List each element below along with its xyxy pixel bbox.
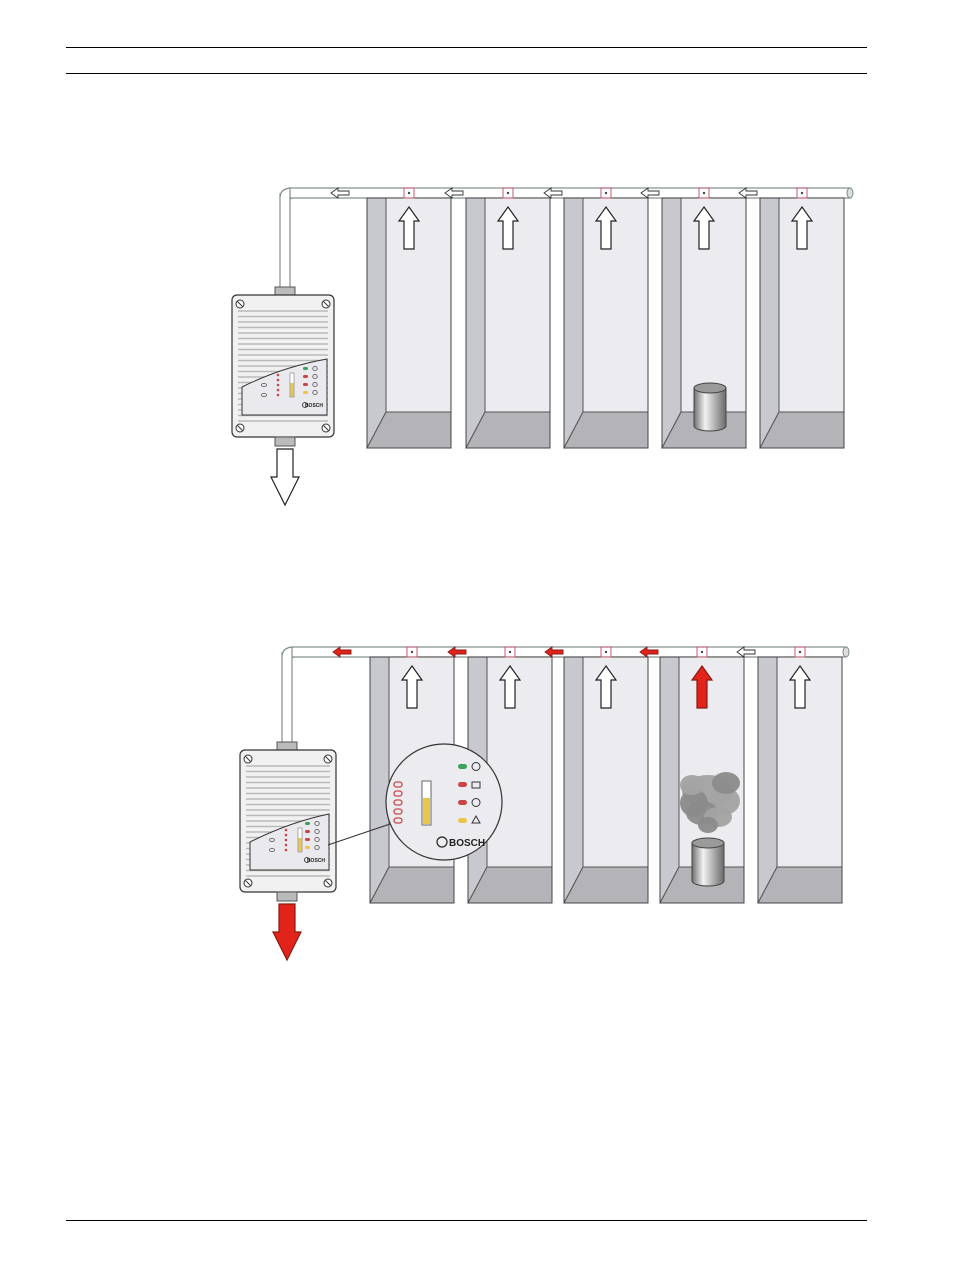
pipe-horizontal [290, 188, 850, 198]
smoke-puff [712, 772, 740, 794]
smoke-puff [680, 775, 704, 795]
pipe-end-cap [847, 188, 853, 198]
level-led [285, 844, 288, 847]
exhaust-arrow [271, 449, 299, 505]
status-led [305, 822, 310, 825]
fire-source-can [694, 383, 726, 431]
exhaust-arrow [273, 904, 301, 960]
cabinet-side-wall [662, 198, 681, 448]
sampling-hole-dot [605, 651, 607, 653]
zoom-status-led [458, 782, 467, 787]
pipe-vertical [282, 653, 292, 750]
status-led [305, 846, 310, 849]
figure-normal-operation: BOSCH [232, 188, 853, 505]
detector-outlet [275, 437, 295, 446]
level-led [277, 384, 280, 387]
cabinet-side-wall [760, 198, 779, 448]
cabinet-back-panel [583, 657, 648, 903]
level-led [277, 394, 280, 397]
pipe-horizontal [292, 647, 846, 657]
pipe-vertical [280, 194, 290, 295]
sampling-hole-dot [703, 192, 705, 194]
smoke-puff [698, 817, 718, 833]
zoom-status-led [458, 764, 467, 769]
aspirating-detector: BOSCH [240, 750, 336, 892]
cabinet-side-wall [466, 198, 485, 448]
level-led [277, 389, 280, 392]
level-led [277, 374, 280, 377]
status-led [305, 838, 310, 841]
level-led [277, 379, 280, 382]
cabinet-back-panel [485, 198, 550, 448]
can-top [694, 383, 726, 393]
sampling-hole-dot [605, 192, 607, 194]
level-bar-fill [299, 838, 302, 852]
aspirating-detector: BOSCH [232, 295, 334, 437]
cabinet-back-panel [583, 198, 648, 448]
detector-panel-zoom: BOSCH [386, 744, 502, 860]
cabinet-side-wall [660, 657, 679, 903]
cabinet-side-wall [370, 657, 389, 903]
level-led [285, 849, 288, 852]
zoom-status-led [458, 800, 467, 805]
status-led [303, 375, 308, 378]
sampling-hole-dot [701, 651, 703, 653]
cabinet-back-panel [779, 198, 844, 448]
level-led [285, 839, 288, 842]
detector-outlet [277, 892, 297, 901]
fire-source-can [692, 838, 724, 886]
cabinet-back-panel [386, 198, 451, 448]
cabinet-side-wall [564, 657, 583, 903]
level-led [285, 829, 288, 832]
sampling-hole-dot [801, 192, 803, 194]
zoom-bosch-logo: BOSCH [449, 838, 485, 849]
pipe-end-cap [843, 647, 849, 657]
sampling-hole-dot [509, 651, 511, 653]
sampling-hole-dot [799, 651, 801, 653]
status-led [305, 830, 310, 833]
sampling-hole-dot [411, 651, 413, 653]
can-top [692, 838, 724, 848]
cabinet-back-panel [777, 657, 842, 903]
cabinet-side-wall [758, 657, 777, 903]
cabinet-side-wall [564, 198, 583, 448]
level-bar-fill [291, 383, 294, 397]
sampling-hole-dot [408, 192, 410, 194]
status-led [303, 391, 308, 394]
status-led [303, 383, 308, 386]
can-body [692, 843, 724, 886]
status-led [303, 367, 308, 370]
can-body [694, 388, 726, 431]
zoom-status-led [458, 818, 467, 823]
zoom-level-bar-fill [423, 798, 430, 824]
level-led [285, 834, 288, 837]
figure-fire-detected: BOSCH BOSCH [240, 647, 849, 960]
cabinet-side-wall [367, 198, 386, 448]
sampling-hole-dot [507, 192, 509, 194]
